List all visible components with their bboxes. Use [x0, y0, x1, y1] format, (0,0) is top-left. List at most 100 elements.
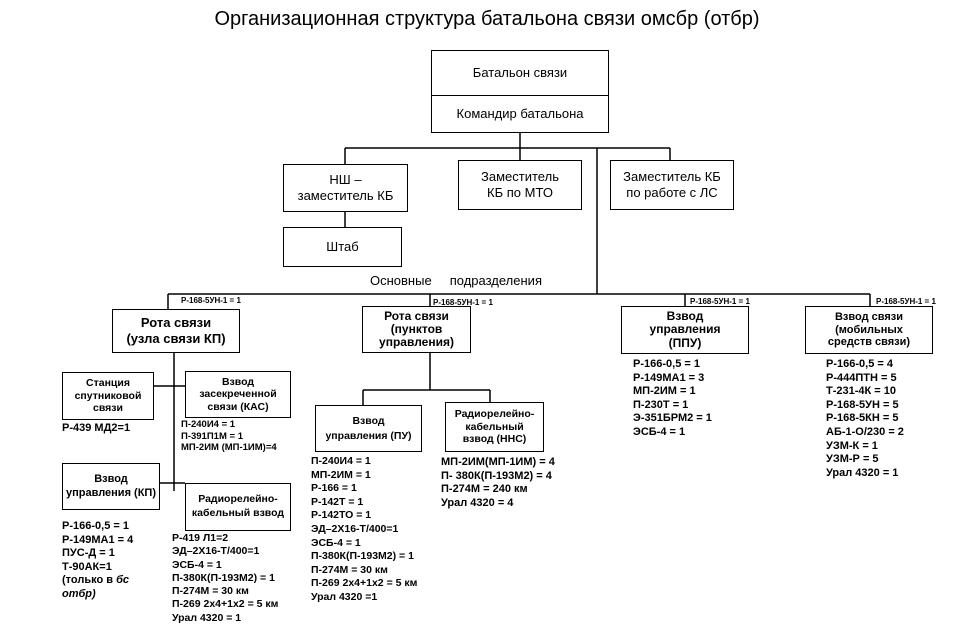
- equipment-list-secure-comms: П-240И4 = 1 П-391П1М = 1 МП-2ИМ (МП-1ИМ)…: [181, 419, 277, 454]
- equipment-item: Р-168-5КН = 5: [826, 412, 899, 425]
- chief-of-staff-line2: заместитель КБ: [297, 188, 394, 203]
- control-platoon-kp-line1: Взвод: [94, 472, 128, 485]
- equipment-item: УЗМ-Р = 5: [826, 453, 879, 466]
- company-kp-line1: Рота связи: [140, 315, 212, 331]
- equipment-item: МП-2ИМ (МП-1ИМ)=4: [181, 442, 277, 453]
- equipment-item: Р-149МА1 = 4: [62, 533, 134, 546]
- equipment-item: Р-444ПТН = 5: [826, 371, 897, 384]
- equipment-item: МП-2ИМ = 1: [311, 468, 371, 481]
- equipment-list-radio-relay-cable: Р-419 Л1=2 ЭД–2Х16-Т/400=1 ЭСБ-4 = 1 П-3…: [172, 532, 278, 625]
- company-pu-box: Рота связи (пунктов управления): [362, 306, 471, 353]
- equipment-item: Урал 4320 = 1: [826, 466, 899, 479]
- equipment-item: Т-90АК=1: [62, 560, 112, 573]
- deputy-mto-line2: КБ по МТО: [487, 185, 553, 200]
- equipment-note-part3: отбр): [62, 587, 96, 600]
- link-label-mob: Р-168-5УН-1 = 1: [876, 297, 936, 306]
- platoon-ppu-line3: (ППУ): [668, 335, 702, 350]
- company-pu-line3: управления): [379, 335, 454, 350]
- equipment-list-control-pu: П-240И4 = 1 МП-2ИМ = 1 Р-166 = 1 Р-142Т …: [311, 455, 417, 605]
- equipment-item: П-274М = 30 км: [172, 585, 249, 598]
- radio-relay-nns-line3: взвод (ННС): [462, 433, 527, 446]
- equipment-list-mobile: Р-166-0,5 = 4 Р-444ПТН = 5 Т-231-4К = 10…: [826, 358, 904, 480]
- equipment-item: П-240И4 = 1: [311, 455, 371, 467]
- equipment-item: МП-2ИМ = 1: [633, 385, 696, 398]
- control-platoon-pu-line2: управления (ПУ): [325, 429, 412, 442]
- control-platoon-kp-line2: управления (КП): [65, 486, 156, 499]
- equipment-list-satellite: Р-439 МД2=1: [62, 422, 130, 436]
- equipment-item: Р-166-0,5 = 4: [826, 358, 893, 370]
- satellite-station-line2: спутниковой: [74, 389, 142, 402]
- link-label-ppu: Р-168-5УН-1 = 1: [690, 297, 750, 306]
- deputy-ls-line1: Заместитель КБ: [623, 169, 721, 185]
- radio-relay-nns-line1: Радиорелейно-: [454, 408, 535, 421]
- equipment-item: П-269 2х4+1х2 = 5 км: [311, 577, 418, 590]
- radio-relay-cable-platoon-box: Радиорелейно- кабельный взвод: [185, 483, 291, 531]
- equipment-item: ПУС-Д = 1: [62, 547, 115, 560]
- link-label-pu: Р-168-5УН-1 = 1: [433, 298, 493, 307]
- deputy-ls-line2: по работе с ЛС: [626, 185, 718, 200]
- equipment-item: ЭД–2Х16-Т/400=1: [172, 545, 260, 558]
- equipment-item: Р-166 = 1: [311, 482, 357, 495]
- equipment-item: Урал 4320 =1: [311, 590, 378, 603]
- platoon-ppu-line1: Взвод: [666, 309, 704, 324]
- page-title: Организационная структура батальона связ…: [214, 8, 760, 30]
- equipment-item: ЭСБ-4 = 1: [172, 558, 222, 571]
- equipment-item: П-240И4 = 1: [181, 419, 236, 430]
- platoon-ppu-box: Взвод управления (ППУ): [621, 306, 749, 354]
- staff-label: Штаб: [326, 239, 359, 255]
- secure-comms-line3: связи (КАС): [207, 400, 269, 413]
- satellite-station-box: Станция спутниковой связи: [62, 372, 154, 420]
- deputy-ls-box: Заместитель КБ по работе с ЛС: [610, 160, 734, 210]
- equipment-item: П-391П1М = 1: [181, 430, 243, 442]
- equipment-item: П-380К(П-193М2) = 1: [172, 571, 275, 584]
- equipment-note: (только в бс: [62, 574, 133, 588]
- equipment-item: Р-419 Л1=2: [172, 532, 229, 544]
- equipment-list-radio-relay-nns: МП-2ИМ(МП-1ИМ) = 4 П- 380К(П-193М2) = 4 …: [441, 456, 555, 510]
- equipment-list-ppu: Р-166-0,5 = 1 Р-149МА1 = 3 МП-2ИМ = 1 П-…: [633, 358, 712, 440]
- equipment-item: ЭД–2Х16-Т/400=1: [311, 522, 399, 535]
- radio-relay-cable-line1: Радиорелейно-: [198, 493, 278, 506]
- chief-of-staff-box: НШ – заместитель КБ: [283, 164, 408, 212]
- equipment-item: Р-166-0,5 = 1: [633, 358, 700, 370]
- staff-box: Штаб: [283, 227, 402, 267]
- satellite-station-line1: Станция: [86, 377, 130, 390]
- link-label-kp: Р-168-5УН-1 = 1: [181, 296, 241, 305]
- equipment-item: Р-168-5УН = 5: [826, 398, 899, 411]
- satellite-station-line3: связи: [93, 402, 123, 415]
- radio-relay-cable-line2: кабельный взвод: [191, 507, 285, 519]
- equipment-item: Р-439 МД2=1: [62, 422, 131, 434]
- commander-box: Командир батальона: [431, 95, 609, 133]
- company-pu-line2: (пунктов: [390, 321, 443, 336]
- equipment-item: Р-166-0,5 = 1: [62, 520, 129, 532]
- company-kp-line2: (узла связи КП): [126, 331, 226, 346]
- platoon-mobile-line3: средств связи): [827, 336, 911, 349]
- equipment-item: Р-142Т = 1: [311, 495, 364, 508]
- equipment-item: П-380К(П-193М2) = 1: [311, 550, 414, 563]
- platoon-mobile-box: Взвод связи (мобильных средств связи): [805, 306, 933, 354]
- control-platoon-pu-box: Взвод управления (ПУ): [315, 405, 422, 452]
- equipment-item: АБ-1-О/230 = 2: [826, 425, 904, 438]
- platoon-ppu-line2: управления: [649, 322, 721, 337]
- deputy-mto-line1: Заместитель: [481, 169, 559, 185]
- deputy-mto-box: Заместитель КБ по МТО: [458, 160, 582, 210]
- equipment-item: Р-149МА1 = 3: [633, 371, 705, 384]
- equipment-note-part2: бс: [116, 574, 129, 587]
- commander-label: Командир батальона: [456, 106, 584, 122]
- equipment-item: Т-231-4К = 10: [826, 385, 897, 398]
- company-pu-line1: Рота связи: [384, 308, 449, 323]
- equipment-note-part1: (только в: [62, 574, 117, 587]
- equipment-item: Урал 4320 = 1: [172, 611, 242, 624]
- battalion-label: Батальон связи: [472, 65, 568, 81]
- secure-comms-line1: Взвод: [221, 375, 255, 388]
- equipment-item: ЭСБ-4 = 1: [633, 425, 686, 438]
- chief-of-staff-line1: НШ –: [329, 172, 362, 188]
- equipment-item: П-269 2х4+1х2 = 5 км: [172, 598, 279, 611]
- control-platoon-pu-line1: Взвод: [352, 414, 385, 427]
- equipment-item: УЗМ-К = 1: [826, 439, 878, 452]
- equipment-item: ЭСБ-4 = 1: [311, 536, 361, 549]
- platoon-mobile-line1: Взвод связи: [834, 311, 904, 324]
- company-kp-box: Рота связи (узла связи КП): [112, 309, 240, 353]
- equipment-item: Урал 4320 = 4: [441, 496, 514, 509]
- equipment-item: П-274М = 30 км: [311, 563, 388, 576]
